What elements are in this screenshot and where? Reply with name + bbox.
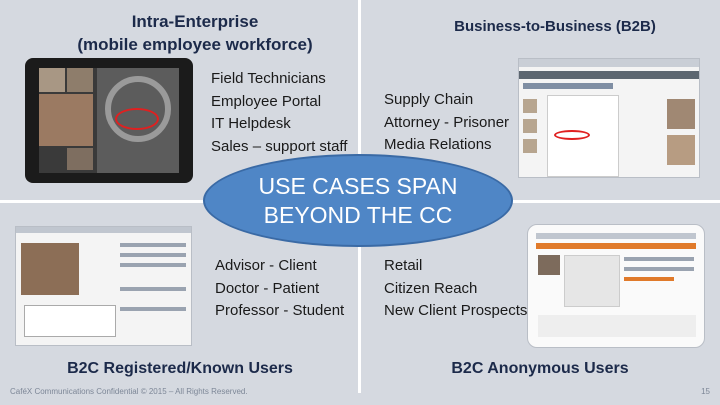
list-item: Retail bbox=[384, 257, 423, 274]
list-item: Media Relations bbox=[384, 136, 492, 153]
participant-thumbnail bbox=[67, 68, 93, 92]
equipment-image bbox=[97, 68, 179, 173]
tablet-video-screenshot bbox=[25, 58, 193, 183]
b2c-registered-screenshot bbox=[15, 226, 192, 346]
list-item: Employee Portal bbox=[211, 92, 322, 110]
list-item: Advisor - Client bbox=[215, 257, 317, 274]
participant-thumbnail bbox=[39, 68, 65, 92]
participant-main-video bbox=[39, 94, 93, 146]
list-item: IT Helpdesk bbox=[211, 115, 291, 132]
callout-line-1: USE CASES SPAN bbox=[258, 172, 458, 199]
intra-enterprise-title: Intra-Enterprise (mobile employee workfo… bbox=[60, 10, 330, 56]
page-number: 15 bbox=[701, 387, 710, 396]
use-cases-callout: USE CASES SPAN BEYOND THE CC bbox=[203, 154, 513, 247]
video-call-screen bbox=[39, 68, 179, 173]
title-line-2: (mobile employee workforce) bbox=[77, 35, 313, 54]
footer-confidential: CaféX Communications Confidential © 2015… bbox=[10, 387, 248, 396]
b2c-anonymous-tablet bbox=[527, 224, 705, 348]
list-item: New Client Prospects bbox=[384, 302, 528, 319]
b2b-desktop-screenshot bbox=[518, 58, 700, 178]
list-item: Professor - Student bbox=[215, 302, 345, 319]
b2b-title: Business-to-Business (B2B) bbox=[454, 18, 656, 35]
list-item: Attorney - Prisoner bbox=[384, 113, 510, 131]
b2c-anonymous-title: B2C Anonymous Users bbox=[451, 360, 629, 377]
b2c-registered-title: B2C Registered/Known Users bbox=[67, 360, 293, 377]
document-preview bbox=[547, 95, 619, 177]
list-item: Doctor - Patient bbox=[215, 279, 320, 297]
list-item: Sales – support staff bbox=[211, 137, 348, 155]
title-line-1: Intra-Enterprise bbox=[131, 12, 259, 31]
list-item: Citizen Reach bbox=[384, 279, 478, 297]
callout-line-2: BEYOND THE CC bbox=[263, 201, 453, 228]
participant-thumbnail bbox=[67, 148, 93, 170]
intra-enterprise-list: Field Technicians Employee Portal IT Hel… bbox=[211, 68, 347, 158]
list-item: Field Technicians bbox=[211, 70, 326, 87]
b2b-list: Supply Chain Attorney - Prisoner Media R… bbox=[384, 89, 509, 157]
b2c-registered-list: Advisor - Client Doctor - Patient Profes… bbox=[215, 255, 344, 323]
b2c-anonymous-list: Retail Citizen Reach New Client Prospect… bbox=[384, 255, 527, 323]
list-item: Supply Chain bbox=[384, 91, 474, 108]
